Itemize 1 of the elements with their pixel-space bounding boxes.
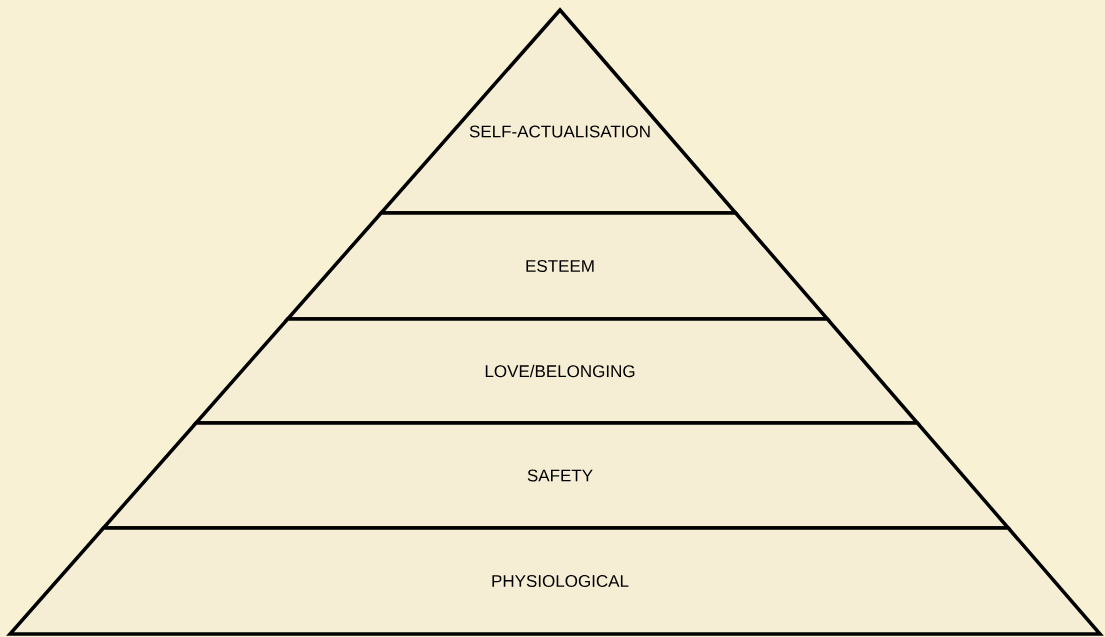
node-label: PHYSIOLOGICAL xyxy=(492,574,629,588)
